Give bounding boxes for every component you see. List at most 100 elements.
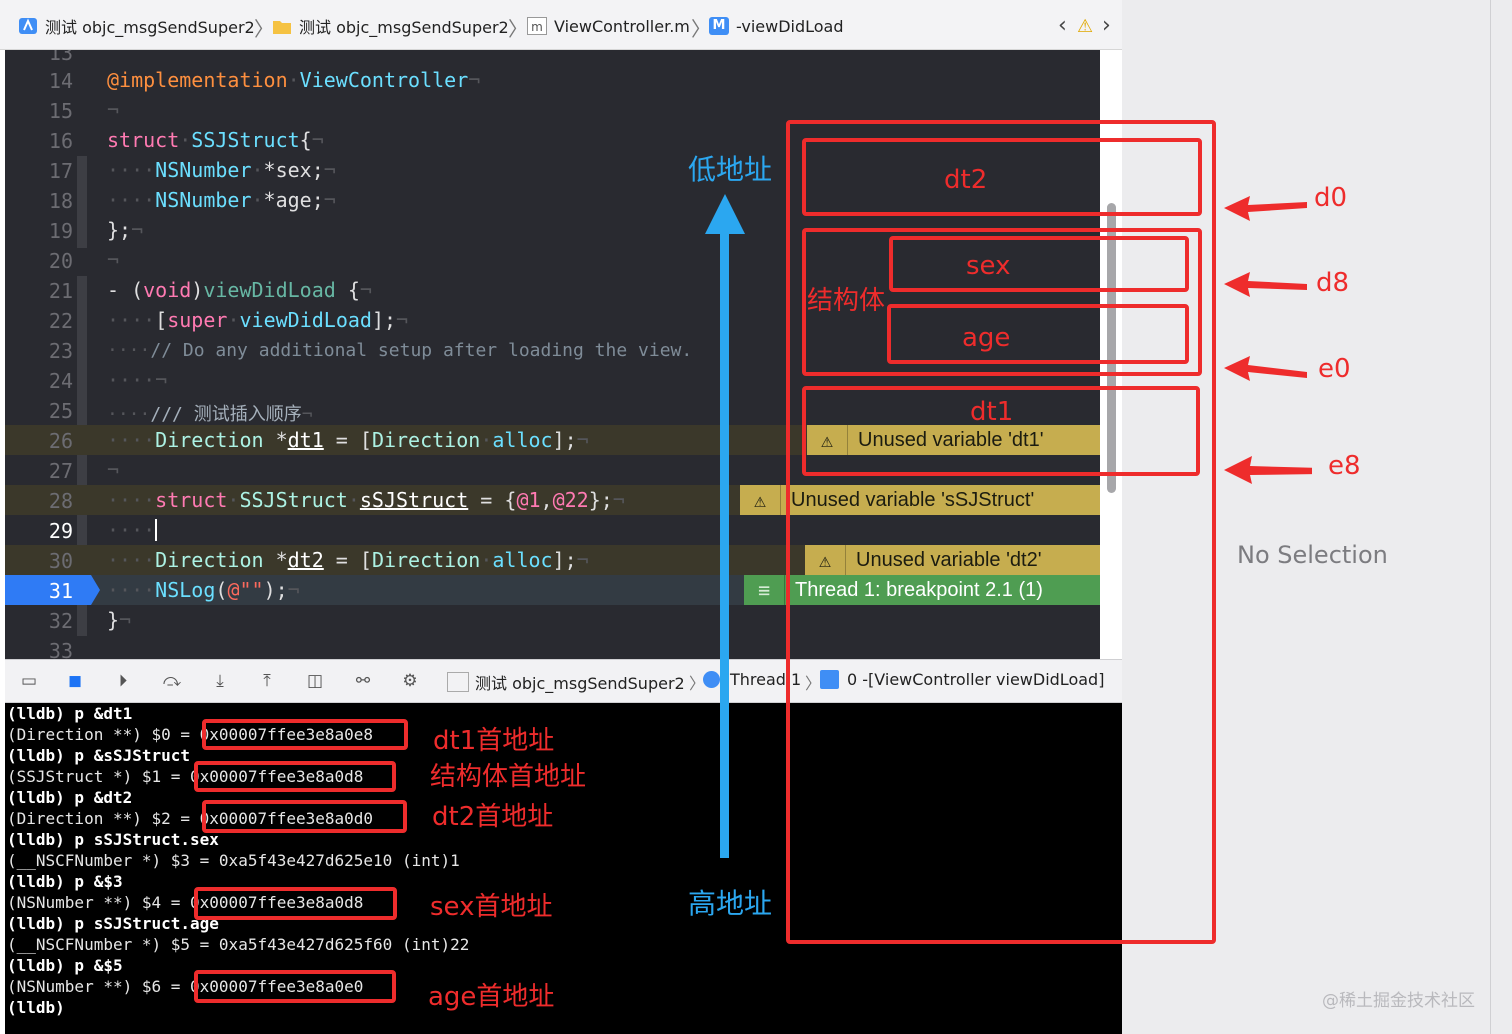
code-line[interactable]: 23 ····// Do any additional setup after … — [5, 335, 1100, 365]
breakpoint-annotation[interactable]: ≡ Thread 1: breakpoint 2.1 (1) — [744, 575, 1100, 605]
console-line: (SSJStruct *) $1 = 0x00007ffee3e8a0d8 — [7, 767, 364, 786]
editor-scrollbar[interactable] — [1107, 203, 1116, 493]
memory-graph-icon[interactable]: ⚯ — [355, 671, 371, 691]
code-line[interactable]: 13 — [5, 50, 1100, 67]
code-line[interactable]: 16 struct·SSJStruct{¬ — [5, 125, 1100, 155]
console-line: (Direction **) $2 = 0x00007ffee3e8a0d0 — [7, 809, 374, 828]
folder-icon — [273, 21, 291, 34]
chevron-right-icon: 〉 — [508, 17, 528, 41]
jump-bar-group[interactable]: 测试 objc_msgSendSuper2 — [272, 14, 509, 38]
jump-bar-project[interactable]: 测试 objc_msgSendSuper2 — [18, 14, 255, 38]
breakpoints-toggle-icon[interactable]: ◼ — [67, 671, 83, 691]
step-out-icon[interactable]: ⤒ — [263, 671, 271, 691]
memory-block-struct — [802, 228, 1202, 376]
comment: // Do any additional setup after loading… — [150, 340, 693, 361]
code-text: = [ — [323, 428, 372, 452]
code-text: * — [263, 428, 288, 452]
previous-issue-button[interactable]: ‹ — [1058, 13, 1067, 38]
console-line: (Direction **) $0 = 0x00007ffee3e8a0e8 — [7, 725, 374, 744]
code-line[interactable]: 32 }¬ — [5, 605, 1100, 635]
code-line[interactable]: 27 ¬ — [5, 455, 1100, 485]
keyword: super — [167, 308, 228, 332]
code-line[interactable]: 24 ····¬ — [5, 365, 1100, 395]
code-text: }; — [588, 488, 613, 512]
fold-ribbon[interactable] — [77, 276, 87, 636]
warning-annotation-dt1[interactable]: ⚠ Unused variable 'dt1' — [807, 425, 1100, 455]
jump-bar-group-label: 测试 objc_msgSendSuper2 — [299, 18, 509, 37]
jump-bar-method[interactable]: M -viewDidLoad — [709, 14, 844, 38]
breakpoint-marker[interactable] — [5, 575, 100, 605]
variable-name: dt1 — [287, 428, 324, 452]
debug-bar: ▭ ◼ ⏵ ⤼ ⤓ ⤒ ◫ ⚯ ⚙ 测试 objc_msgSendSuper2 … — [5, 659, 1122, 703]
view-hierarchy-icon[interactable]: ◫ — [306, 671, 324, 691]
hamburger-icon: ≡ — [744, 575, 785, 605]
debug-console[interactable]: (lldb) p &dt1 (Direction **) $0 = 0x0000… — [5, 703, 1122, 1034]
keyword: struct — [155, 488, 228, 512]
code-line[interactable]: 18 ····NSNumber·*age;¬ — [5, 185, 1100, 215]
type-name: NSNumber — [155, 188, 252, 212]
warning-icon: ⚠ — [805, 545, 846, 575]
console-line: (lldb) p &dt1 — [7, 704, 133, 723]
warning-icon[interactable]: ⚠ — [1077, 16, 1094, 37]
code-line[interactable]: 14 @implementation·ViewController¬ — [5, 65, 1100, 95]
line-number: 21 — [48, 279, 73, 303]
simulate-location-icon[interactable]: ⚙ — [402, 671, 418, 691]
thread-icon — [703, 671, 720, 688]
line-number: 32 — [48, 609, 73, 633]
warning-annotation-struct[interactable]: ⚠ Unused variable 'sSJStruct' — [740, 485, 1100, 515]
next-issue-button[interactable]: › — [1102, 13, 1111, 38]
doc-comment: /// 测试插入顺序 — [150, 404, 302, 425]
code-text: } — [107, 608, 120, 632]
hide-debug-area-icon[interactable]: ▭ — [20, 671, 38, 691]
console-line: (NSNumber **) $6 = 0x00007ffee3e8a0e0 — [7, 977, 364, 996]
source-editor[interactable]: 13 14 @implementation·ViewController¬ 15… — [5, 50, 1100, 659]
code-line[interactable]: 29 ···· — [5, 515, 1100, 545]
address-highlight-dt1 — [202, 719, 408, 750]
objc-file-icon: m — [527, 17, 547, 35]
warning-icon: ⚠ — [807, 425, 848, 455]
low-address-label: 低地址 — [688, 153, 773, 186]
panel-divider — [1490, 0, 1491, 1034]
code-line[interactable]: 21 - (void)viewDidLoad {¬ — [5, 275, 1100, 305]
line-number: 30 — [48, 549, 73, 573]
debug-frame[interactable]: 0 -[ViewController viewDidLoad] — [820, 670, 1104, 689]
no-selection-label: No Selection — [1237, 541, 1388, 569]
step-into-icon[interactable]: ⤓ — [216, 671, 224, 691]
jump-bar: 测试 objc_msgSendSuper2 〉 测试 objc_msgSendS… — [0, 0, 1122, 50]
code-line[interactable]: 17 ····NSNumber·*sex;¬ — [5, 155, 1100, 185]
code-line[interactable]: 20 ¬ — [5, 245, 1100, 275]
debug-target-label: 测试 objc_msgSendSuper2 — [475, 674, 685, 693]
line-number: 16 — [48, 129, 73, 153]
code-line[interactable]: 22 ····[super·viewDidLoad];¬ — [5, 305, 1100, 335]
jump-bar-method-label: -viewDidLoad — [736, 16, 844, 36]
console-line[interactable]: (lldb) — [7, 998, 65, 1017]
arrow-up-icon — [705, 194, 745, 858]
code-text: = [ — [323, 548, 372, 572]
jump-bar-file[interactable]: m ViewController.m — [527, 14, 690, 38]
note-dt2-address: dt2首地址 — [432, 802, 554, 832]
code-line[interactable]: 15 ¬ — [5, 95, 1100, 125]
note-age-address: age首地址 — [428, 982, 555, 1012]
code-line[interactable]: 19 };¬ — [5, 215, 1100, 245]
code-text: ) — [191, 278, 204, 302]
type-name: Direction — [155, 428, 264, 452]
warning-annotation-dt2[interactable]: ⚠ Unused variable 'dt2' — [805, 545, 1100, 575]
type-name: SSJStruct — [239, 488, 348, 512]
code-line[interactable]: 25 ····/// 测试插入顺序¬ — [5, 395, 1100, 425]
debug-target[interactable]: 测试 objc_msgSendSuper2 — [447, 670, 685, 694]
line-number: 24 — [48, 369, 73, 393]
number-literal: @22 — [552, 488, 589, 512]
fold-ribbon[interactable] — [77, 156, 87, 248]
memory-label-dt2: dt2 — [944, 165, 988, 195]
line-number: 22 — [48, 309, 73, 333]
code-line[interactable]: 33 — [5, 635, 1100, 659]
method-icon: M — [709, 17, 729, 35]
address-highlight-dt2 — [202, 800, 407, 833]
continue-icon[interactable]: ⏵ — [118, 671, 128, 691]
debug-thread[interactable]: Thread 1 — [703, 670, 801, 689]
step-over-icon[interactable]: ⤼ — [162, 671, 182, 691]
variable-name: dt2 — [287, 548, 324, 572]
note-dt1-address: dt1首地址 — [433, 726, 555, 756]
chevron-right-icon: 〉 — [254, 17, 274, 41]
debug-frame-label: 0 -[ViewController viewDidLoad] — [847, 670, 1105, 689]
